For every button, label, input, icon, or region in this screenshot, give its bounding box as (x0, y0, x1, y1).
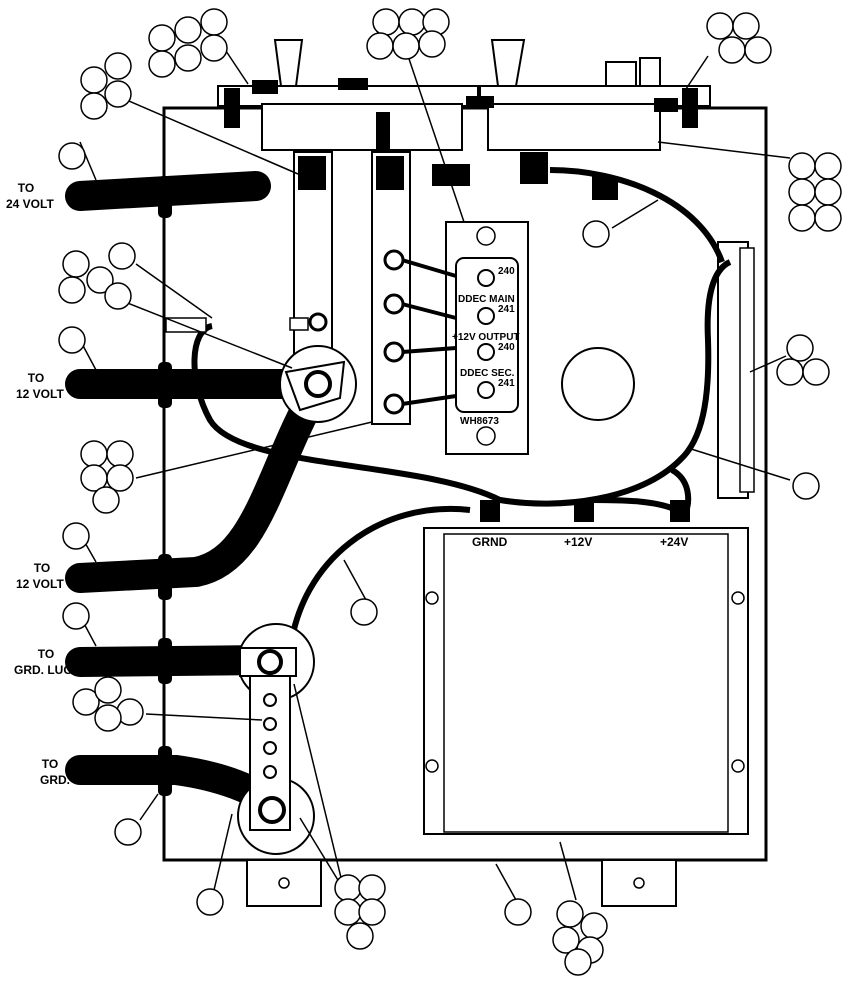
tb-241a: 241 (498, 304, 515, 315)
label-to-12v-b-1: TO (34, 561, 50, 575)
leader-lines (79, 41, 791, 901)
lug-12v (165, 317, 357, 423)
conv-grnd: GRND (472, 535, 508, 549)
tb-241b: 241 (498, 378, 515, 389)
label-to-grd-2: GRD. (40, 773, 70, 787)
wire-harness (191, 167, 732, 653)
label-to-grd-lug-1: TO (38, 647, 54, 661)
label-to-24v-1: TO (18, 181, 34, 195)
conv-24v: +24V (660, 535, 688, 549)
label-to-grd-lug-2: GRD. LUG (14, 663, 73, 677)
terminal-block: 240 DDEC MAIN 241 +12V OUTPUT 240 DDEC S… (445, 221, 529, 455)
ground-bus (237, 623, 315, 855)
tb-part: WH8673 (460, 416, 499, 427)
tb-output: +12V OUTPUT (452, 332, 520, 343)
label-to-24v-2: 24 VOLT (6, 197, 54, 211)
label-to-12v-a-1: TO (28, 371, 44, 385)
dc-converter: GRND +12V +24V (423, 500, 749, 835)
heavy-cables (65, 171, 331, 821)
tb-240b: 240 (498, 342, 515, 353)
tb-sec: DDEC SEC. (460, 368, 515, 379)
tb-240a: 240 (498, 266, 515, 277)
tb-main: DDEC MAIN (458, 294, 515, 305)
access-hole (561, 347, 635, 421)
label-to-12v-a-2: 12 VOLT (16, 387, 64, 401)
terminal-strip (371, 151, 411, 425)
label-to-grd-1: TO (42, 757, 58, 771)
label-to-12v-b-2: 12 VOLT (16, 577, 64, 591)
conv-12v: +12V (564, 535, 592, 549)
